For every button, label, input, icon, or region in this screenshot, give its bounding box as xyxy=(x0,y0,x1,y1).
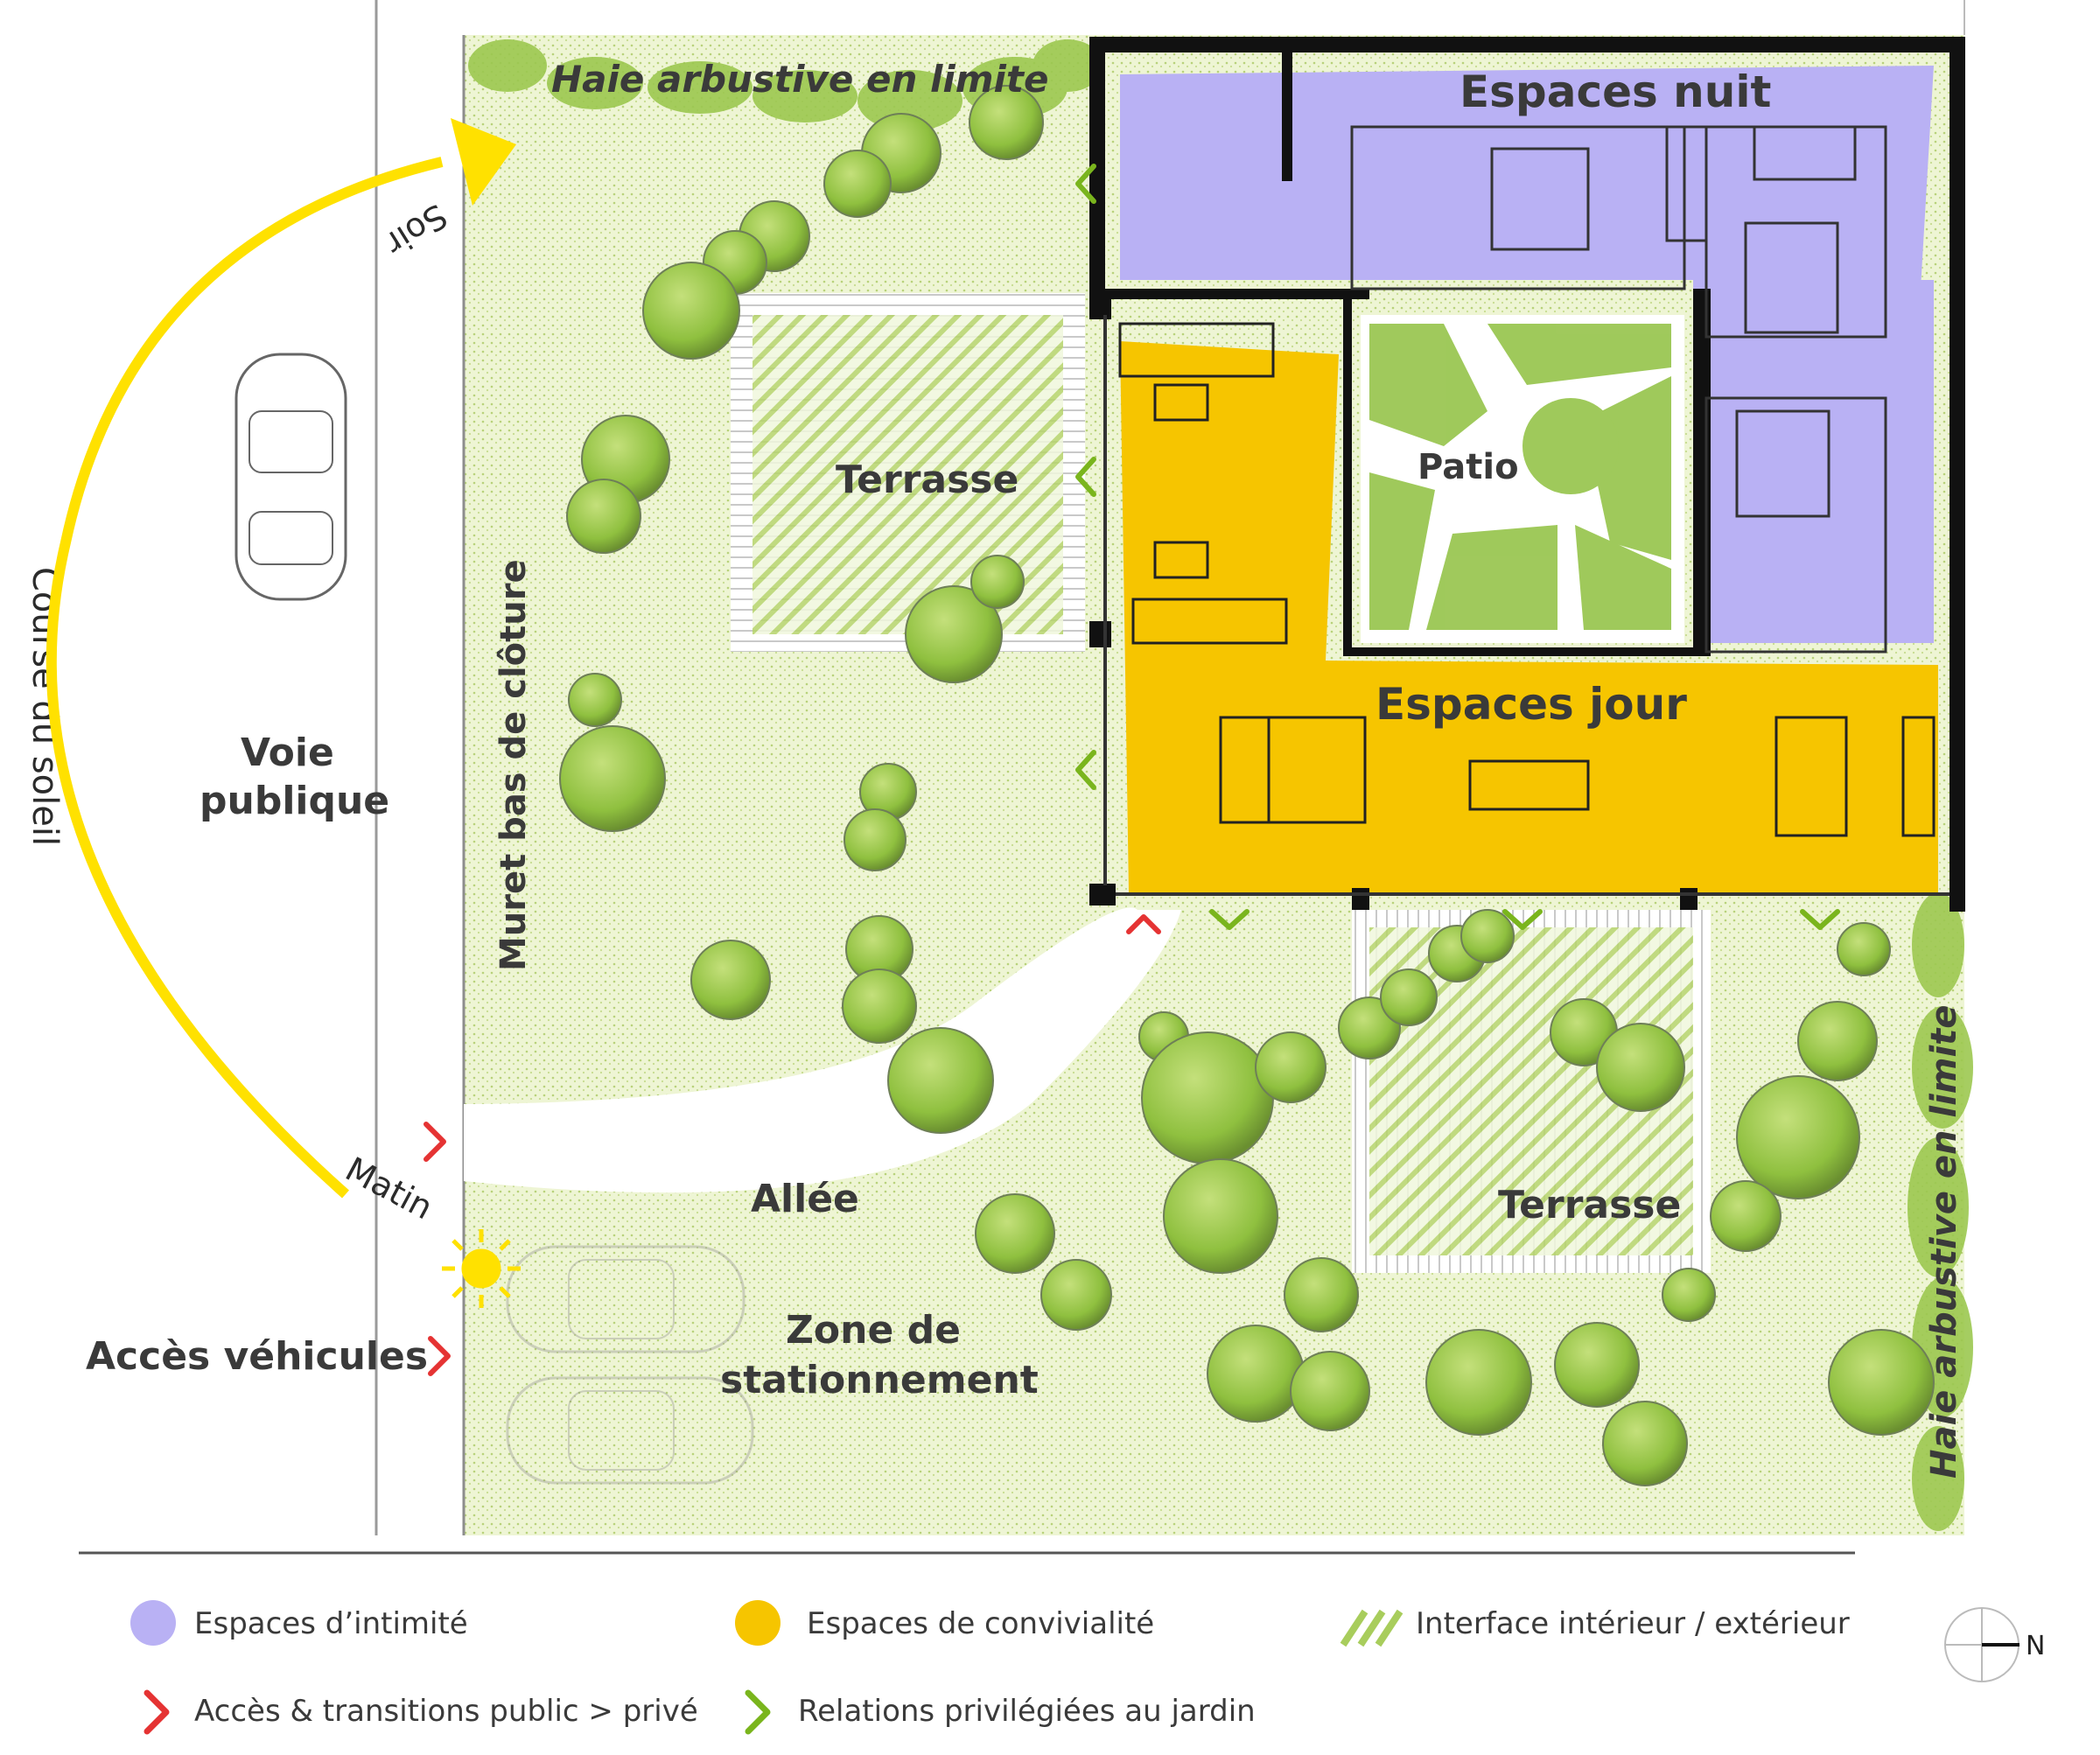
tree xyxy=(1710,1180,1782,1252)
garden-arrow xyxy=(1502,909,1543,930)
garden-arrow xyxy=(1075,750,1096,790)
tree xyxy=(887,1027,994,1134)
legend-label-convivialite: Espaces de convivialité xyxy=(807,1606,1154,1641)
zone-nuit-north xyxy=(1120,66,1934,289)
car-on-road xyxy=(234,353,347,601)
tree xyxy=(690,940,771,1020)
garden-arrow xyxy=(1800,909,1840,930)
label-terrasse-west: Terrasse xyxy=(836,458,1018,502)
tree xyxy=(642,262,740,360)
tree xyxy=(1736,1075,1860,1199)
tree xyxy=(823,150,892,218)
label-haie-right: Haie arbustive en limite xyxy=(1924,1005,1964,1479)
legend: Espaces d’intimité Espaces de conviviali… xyxy=(130,1600,1850,1735)
garden-arrows xyxy=(1075,164,1840,930)
legend-label-relations: Relations privilégiées au jardin xyxy=(798,1694,1256,1729)
tree xyxy=(1207,1325,1305,1423)
tree xyxy=(568,673,622,727)
label-acces-vehicules: Accès véhicules xyxy=(86,1334,428,1379)
compass-icon: N xyxy=(1944,1607,2045,1682)
sun-course-arc xyxy=(46,157,444,1199)
tree xyxy=(1141,1031,1274,1164)
label-voie-2: publique xyxy=(200,779,389,823)
tree xyxy=(1425,1329,1532,1436)
label-soir: Soir xyxy=(379,196,454,262)
tree xyxy=(1828,1329,1935,1436)
tree xyxy=(1284,1257,1359,1332)
access-arrow xyxy=(428,1336,451,1376)
parked-car-2 xyxy=(506,1376,754,1485)
label-terrasse-south: Terrasse xyxy=(1498,1183,1681,1227)
label-zone-1: Zone de xyxy=(786,1308,961,1353)
access-arrow xyxy=(424,1122,446,1162)
garden-arrow xyxy=(1075,457,1096,497)
tree xyxy=(1040,1259,1112,1331)
tree xyxy=(842,968,917,1044)
tree xyxy=(566,479,641,554)
label-allee: Allée xyxy=(751,1177,859,1221)
tree xyxy=(1554,1322,1640,1408)
garden-arrow xyxy=(1209,909,1250,930)
tree xyxy=(1662,1268,1716,1322)
tree xyxy=(1837,922,1891,976)
tree xyxy=(975,1193,1055,1274)
zone-nuit-east xyxy=(1706,280,1934,643)
legend-label-intimite: Espaces d’intimité xyxy=(194,1606,468,1641)
tree xyxy=(1460,909,1515,963)
tree xyxy=(970,555,1025,609)
tree xyxy=(1596,1023,1685,1112)
legend-label-interface: Interface intérieur / extérieur xyxy=(1416,1606,1850,1641)
tree xyxy=(559,725,666,832)
label-espaces-jour: Espaces jour xyxy=(1376,679,1687,730)
label-matin: Matin xyxy=(340,1150,439,1227)
access-arrow xyxy=(1126,914,1161,934)
compass-label: N xyxy=(2026,1631,2045,1661)
label-haie-top: Haie arbustive en limite xyxy=(551,58,1049,101)
sun-arrow-head xyxy=(451,118,516,206)
tree xyxy=(969,85,1044,160)
label-muret: Muret bas de clôture xyxy=(494,559,534,971)
tree xyxy=(1380,968,1438,1026)
house-walls xyxy=(1089,37,1965,912)
label-patio: Patio xyxy=(1418,447,1519,487)
tree xyxy=(844,808,906,871)
trees xyxy=(559,85,1935,1486)
access-arrows xyxy=(424,914,1161,1376)
legend-access-arrow-icon xyxy=(144,1689,170,1735)
sun-icon xyxy=(442,1229,521,1308)
tree xyxy=(1255,1031,1326,1103)
parked-car-1 xyxy=(506,1245,746,1353)
legend-label-acces: Accès & transitions public > privé xyxy=(194,1694,698,1729)
label-voie-1: Voie xyxy=(241,731,334,775)
tree xyxy=(1602,1401,1688,1486)
allee-path xyxy=(464,907,1181,1193)
tree xyxy=(1290,1351,1370,1431)
legend-swatch-intimite xyxy=(130,1600,176,1646)
zone-jour xyxy=(1120,341,1938,892)
label-zone-2: stationnement xyxy=(720,1358,1039,1402)
day-furniture xyxy=(1118,322,1936,837)
label-espaces-nuit: Espaces nuit xyxy=(1460,66,1771,117)
legend-relation-arrow-icon xyxy=(745,1689,771,1735)
legend-swatch-convivialite xyxy=(735,1600,780,1646)
night-furniture xyxy=(1350,125,1887,654)
tree xyxy=(1163,1158,1278,1274)
garden-arrow xyxy=(1075,164,1096,204)
legend-hatch-icon xyxy=(1340,1609,1404,1647)
patio-planting xyxy=(1369,324,1671,630)
tree xyxy=(1797,1001,1878,1081)
tree xyxy=(905,585,1003,683)
